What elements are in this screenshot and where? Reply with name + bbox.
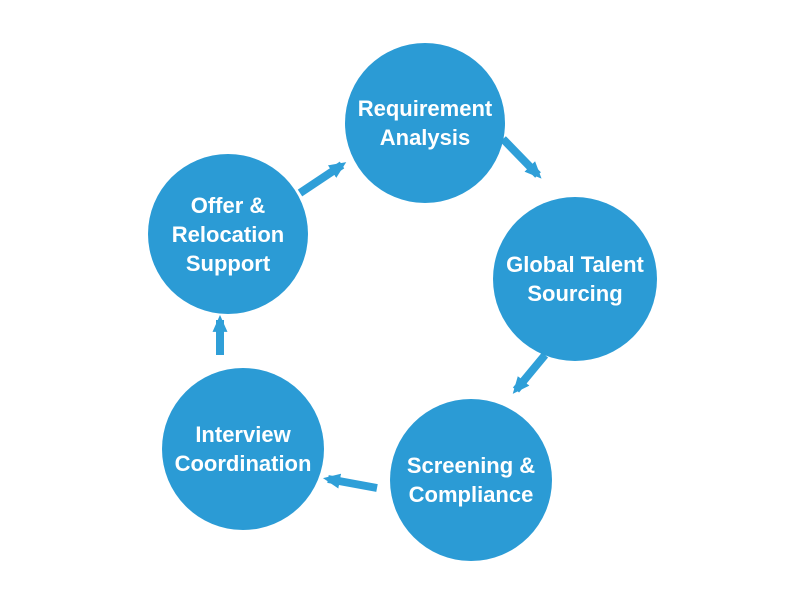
arrow-requirement-to-sourcing-icon bbox=[500, 136, 542, 179]
node-requirement-analysis: Requirement Analysis bbox=[345, 43, 505, 203]
node-label: Requirement bbox=[357, 96, 493, 121]
node-global-talent-sourcing: Global Talent Sourcing bbox=[493, 197, 657, 361]
node-label: Offer & bbox=[190, 192, 266, 218]
node-label: Interview bbox=[195, 422, 291, 447]
node-label: Relocation bbox=[171, 221, 285, 247]
node-label: Screening & bbox=[406, 453, 536, 478]
arrow-sourcing-to-screening-icon bbox=[512, 352, 549, 394]
arrow-screening-to-interview-icon bbox=[322, 473, 378, 492]
node-label: Sourcing bbox=[527, 281, 623, 306]
node-label: Analysis bbox=[379, 125, 471, 150]
arrow-offer-to-requirement-icon bbox=[297, 161, 347, 197]
node-label: Support bbox=[185, 250, 271, 276]
node-label: Coordination bbox=[174, 451, 312, 476]
node-label: Global Talent bbox=[506, 252, 644, 277]
node-interview-coordination: Interview Coordination bbox=[162, 368, 324, 530]
node-label: Compliance bbox=[408, 482, 534, 507]
node-screening-compliance: Screening & Compliance bbox=[390, 399, 552, 561]
node-offer-relocation-support: Offer & Relocation Support bbox=[148, 154, 308, 314]
